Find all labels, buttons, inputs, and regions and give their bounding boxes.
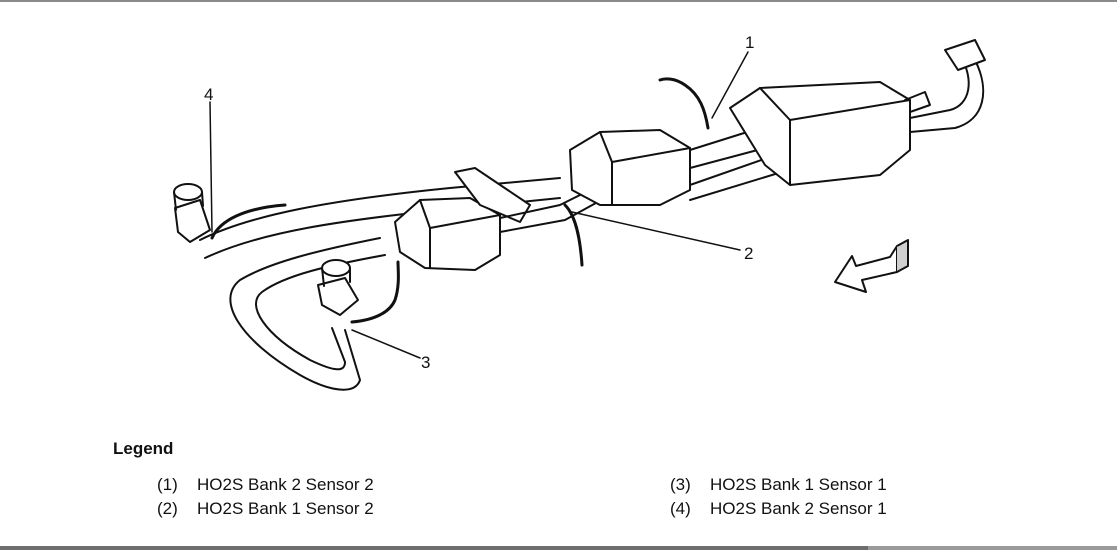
legend-item-4-text: HO2S Bank 2 Sensor 1	[710, 499, 887, 518]
flange-3	[317, 277, 359, 316]
legend-item-4: (4) HO2S Bank 2 Sensor 1	[670, 499, 887, 519]
leader-line-1	[711, 51, 749, 119]
pipe-bank2-upper	[199, 177, 561, 241]
pipe-bank1-loop-outer	[229, 237, 381, 391]
sensor-2-wire	[563, 203, 584, 267]
legend-item-2: (2) HO2S Bank 1 Sensor 2	[157, 499, 374, 519]
legend-item-4-num: (4)	[670, 499, 691, 518]
leader-line-4	[209, 101, 213, 233]
front-converter	[394, 197, 501, 271]
legend-item-3-text: HO2S Bank 1 Sensor 1	[710, 475, 887, 494]
bottom-border-right	[868, 546, 1117, 550]
rear-converter	[569, 129, 691, 206]
leader-line-2	[571, 211, 741, 251]
leader-line-3	[351, 329, 421, 359]
top-border	[0, 0, 1117, 2]
exhaust-system-diagram	[173, 39, 986, 391]
legend-item-2-num: (2)	[157, 499, 178, 518]
callout-1: 1	[745, 33, 755, 52]
callout-2: 2	[744, 244, 754, 263]
legend-title: Legend	[113, 439, 174, 458]
legend-item-3: (3) HO2S Bank 1 Sensor 1	[670, 475, 887, 495]
legend-item-2-text: HO2S Bank 1 Sensor 2	[197, 499, 374, 518]
legend-item-3-num: (3)	[670, 475, 691, 494]
sensor-1-wire	[658, 77, 710, 130]
flange-4	[174, 199, 211, 243]
callout-4: 4	[204, 85, 214, 104]
front-arrow-icon	[834, 239, 909, 293]
legend-item-1-text: HO2S Bank 2 Sensor 2	[197, 475, 374, 494]
pipe-bank1-loop-inner	[255, 254, 386, 371]
sensor-3-wire	[350, 260, 400, 324]
legend-item-1-num: (1)	[157, 475, 178, 494]
callout-3: 3	[421, 353, 431, 372]
muffler	[729, 81, 911, 186]
legend-item-1: (1) HO2S Bank 2 Sensor 2	[157, 475, 374, 495]
sensor-4-wire	[210, 203, 287, 240]
bottom-border	[0, 546, 1117, 550]
